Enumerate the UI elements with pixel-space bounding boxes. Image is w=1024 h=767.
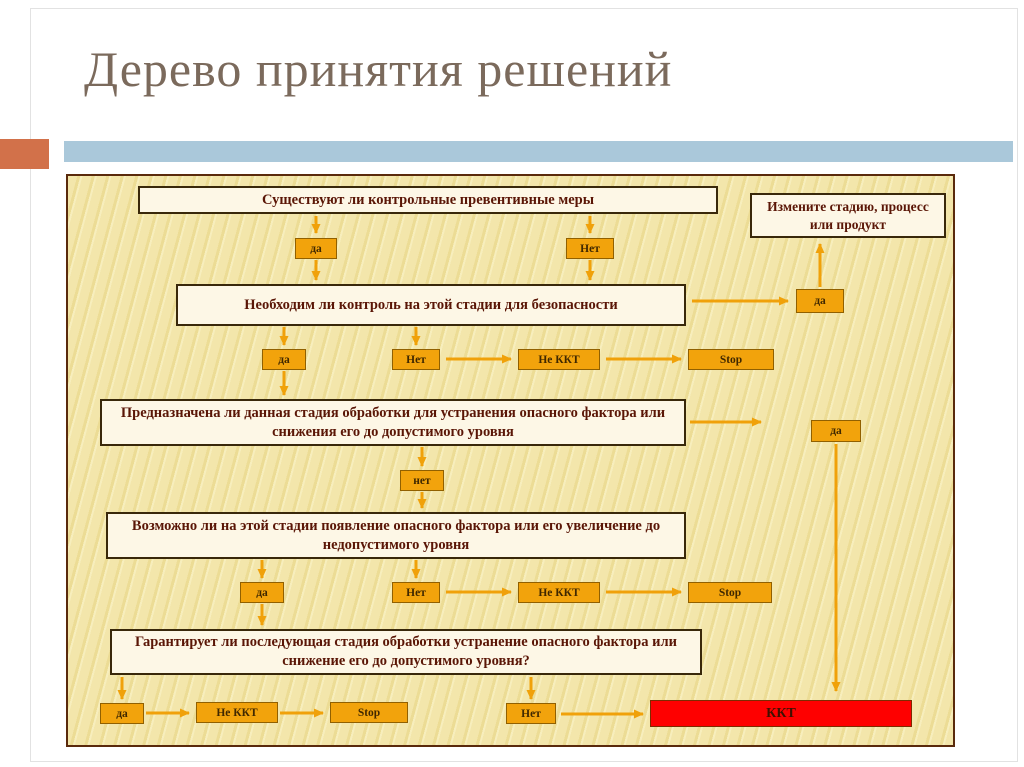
tag-stop-1: Stop [688, 349, 774, 370]
question-box-control-needed: Необходим ли контроль на этой стадии для… [176, 284, 686, 326]
tag-stop-3: Stop [330, 702, 408, 723]
tag-stop-2: Stop [688, 582, 772, 603]
tag-no-2: Нет [392, 349, 440, 370]
tag-yes-4: да [100, 703, 144, 724]
tag-not-kkt-1: Не ККТ [518, 349, 600, 370]
question-box-stage-eliminates-hazard: Предназначена ли данная стадия обработки… [100, 399, 686, 446]
tag-not-kkt-2: Не ККТ [518, 582, 600, 603]
accent-square [0, 139, 49, 169]
result-box-kkt: ККТ [650, 700, 912, 727]
tag-yes-3: да [240, 582, 284, 603]
page-title: Дерево принятия решений [84, 41, 673, 97]
tag-no-1: Нет [566, 238, 614, 259]
tag-not-kkt-3: Не ККТ [196, 702, 278, 723]
tag-no-5: Нет [506, 703, 556, 724]
action-box-change-stage: Измените стадию, процесс или продукт [750, 193, 946, 238]
tag-yes-to-change-stage: да [796, 289, 844, 313]
tag-yes-to-kkt: да [811, 420, 861, 442]
tag-no-3: нет [400, 470, 444, 491]
tag-yes-2: да [262, 349, 306, 370]
tag-yes-1: да [295, 238, 337, 259]
question-box-preventive-measures: Существуют ли контрольные превентивные м… [138, 186, 718, 214]
question-box-hazard-can-appear: Возможно ли на этой стадии появление опа… [106, 512, 686, 559]
question-box-next-stage-guarantees: Гарантирует ли последующая стадия обрабо… [110, 629, 702, 675]
accent-bar [64, 141, 1013, 162]
tag-no-4: Нет [392, 582, 440, 603]
